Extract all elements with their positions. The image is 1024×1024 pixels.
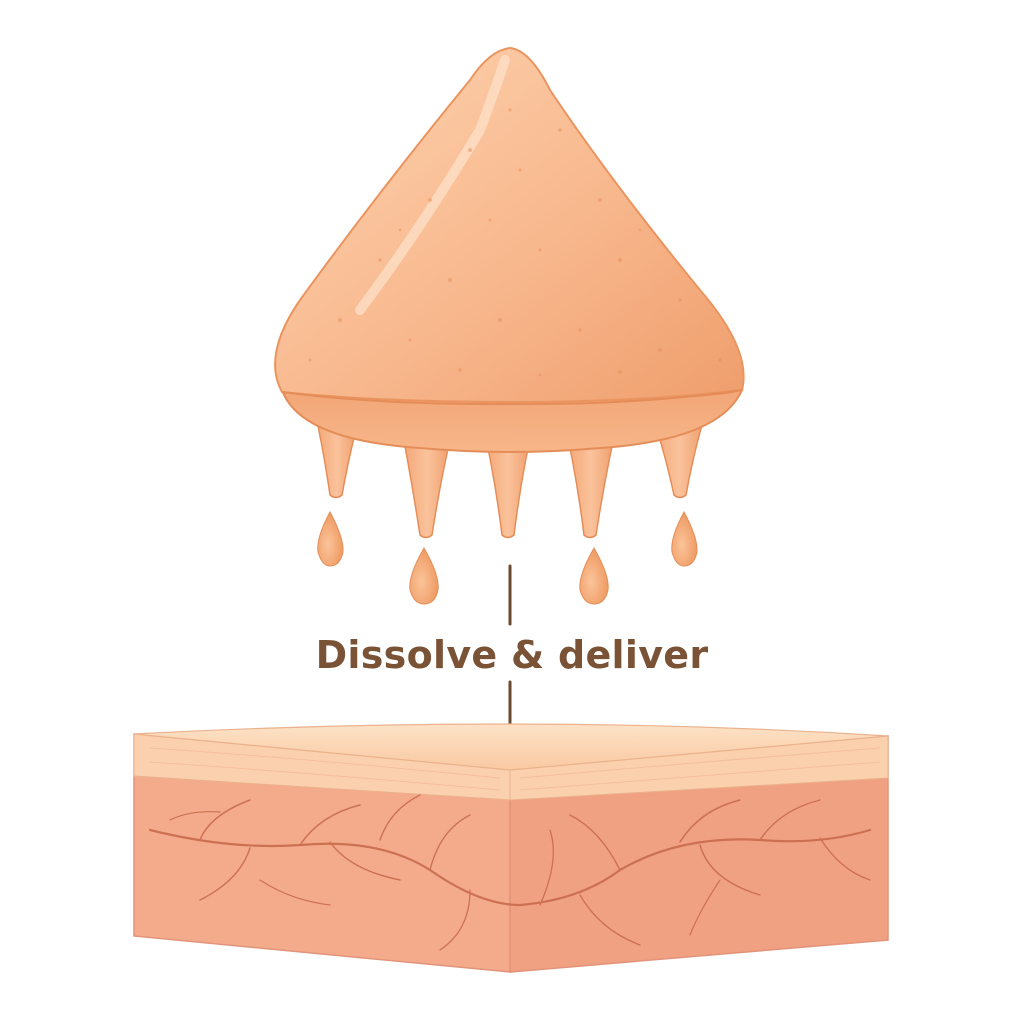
droplet [671, 510, 698, 567]
diagram-label-text: Dissolve & deliver [309, 633, 715, 677]
droplet [409, 546, 439, 605]
cone-highlight [355, 55, 510, 315]
microneedle-cone [274, 46, 745, 539]
skin-block [133, 723, 889, 973]
droplet [579, 546, 609, 605]
skin-top [133, 723, 889, 771]
diagram-label: Dissolve & deliver [0, 625, 1024, 685]
blood-vessels [148, 794, 872, 951]
drug-droplets [317, 510, 698, 605]
cone-rim [281, 389, 743, 406]
droplet [317, 510, 344, 567]
cone-body [274, 46, 745, 404]
cone-speckles [308, 108, 722, 377]
